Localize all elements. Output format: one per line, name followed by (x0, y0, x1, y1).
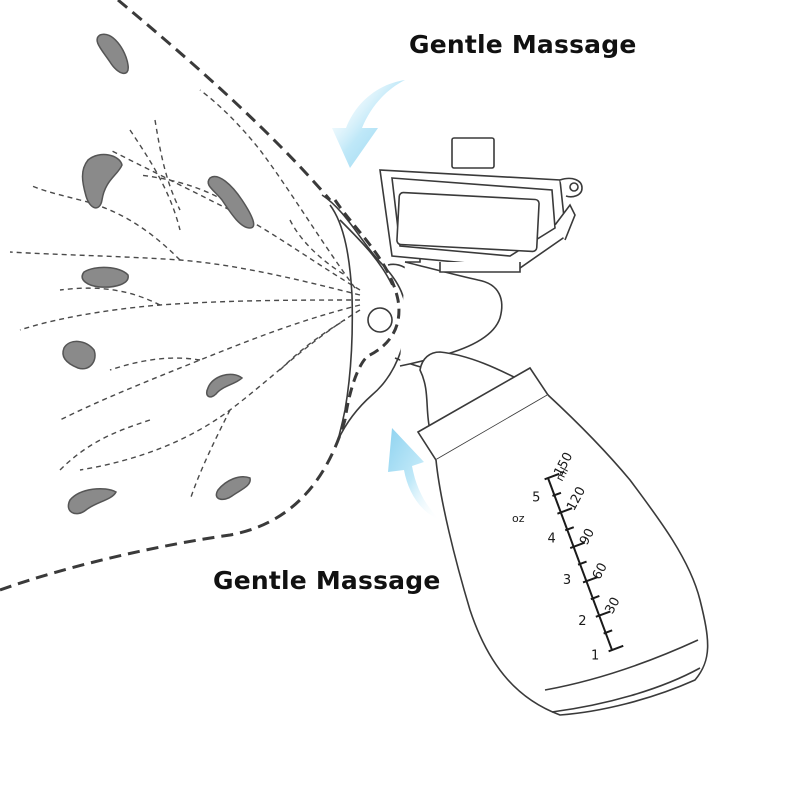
oz-tick-label: 4 (547, 532, 555, 547)
pump-lid (379, 137, 583, 273)
scale-tick (569, 541, 586, 549)
scale-tick (603, 629, 613, 635)
scale-tick (577, 560, 587, 566)
scale-tick (582, 576, 598, 584)
curved-arrow-icon (388, 428, 440, 520)
ml-tick-label: 90 (577, 526, 598, 548)
oz-tick-label: 2 (578, 614, 586, 629)
curved-arrow-icon (332, 80, 405, 168)
scale-tick (590, 595, 600, 601)
scale-tick (595, 610, 611, 618)
nipple-tunnel (333, 199, 401, 421)
ml-unit-label: ml (553, 465, 571, 483)
breast-outline (0, 0, 347, 592)
scale-tick (557, 507, 573, 515)
scale-tick (564, 526, 575, 532)
oz-unit-label: oz (512, 512, 525, 525)
scale-tick (544, 472, 560, 481)
mammary-glands (62, 33, 255, 515)
oz-tick-label: 5 (532, 490, 540, 505)
ml-tick-label: 30 (603, 595, 624, 617)
bottle (416, 351, 709, 716)
scale-tick (552, 491, 562, 497)
ml-tick-label: 60 (590, 561, 611, 583)
callout-label-top: Gentle Massage (409, 30, 637, 59)
scale-tick (608, 644, 624, 653)
oz-tick-label: 3 (563, 573, 571, 588)
milk-ducts (9, 89, 361, 501)
callout-label-bottom: Gentle Massage (213, 566, 441, 595)
oz-tick-label: 1 (591, 649, 599, 664)
